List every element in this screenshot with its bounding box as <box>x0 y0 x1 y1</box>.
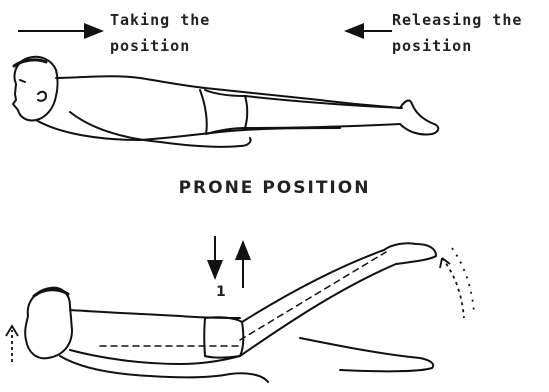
releasing-position-label: Releasing the position <box>392 7 522 59</box>
head-lift-arrow <box>6 326 18 362</box>
title: PRONE POSITION <box>0 178 549 198</box>
prone-figure-bottom <box>25 243 436 382</box>
step-number: 1 <box>216 284 226 300</box>
taking-line-1: Taking the <box>110 7 210 33</box>
taking-position-label: Taking the position <box>110 7 210 59</box>
motion-arc <box>440 248 474 318</box>
prone-figure-top <box>13 57 438 147</box>
releasing-line-1: Releasing the <box>392 7 522 33</box>
taking-line-2: position <box>110 33 210 59</box>
releasing-line-2: position <box>392 33 522 59</box>
